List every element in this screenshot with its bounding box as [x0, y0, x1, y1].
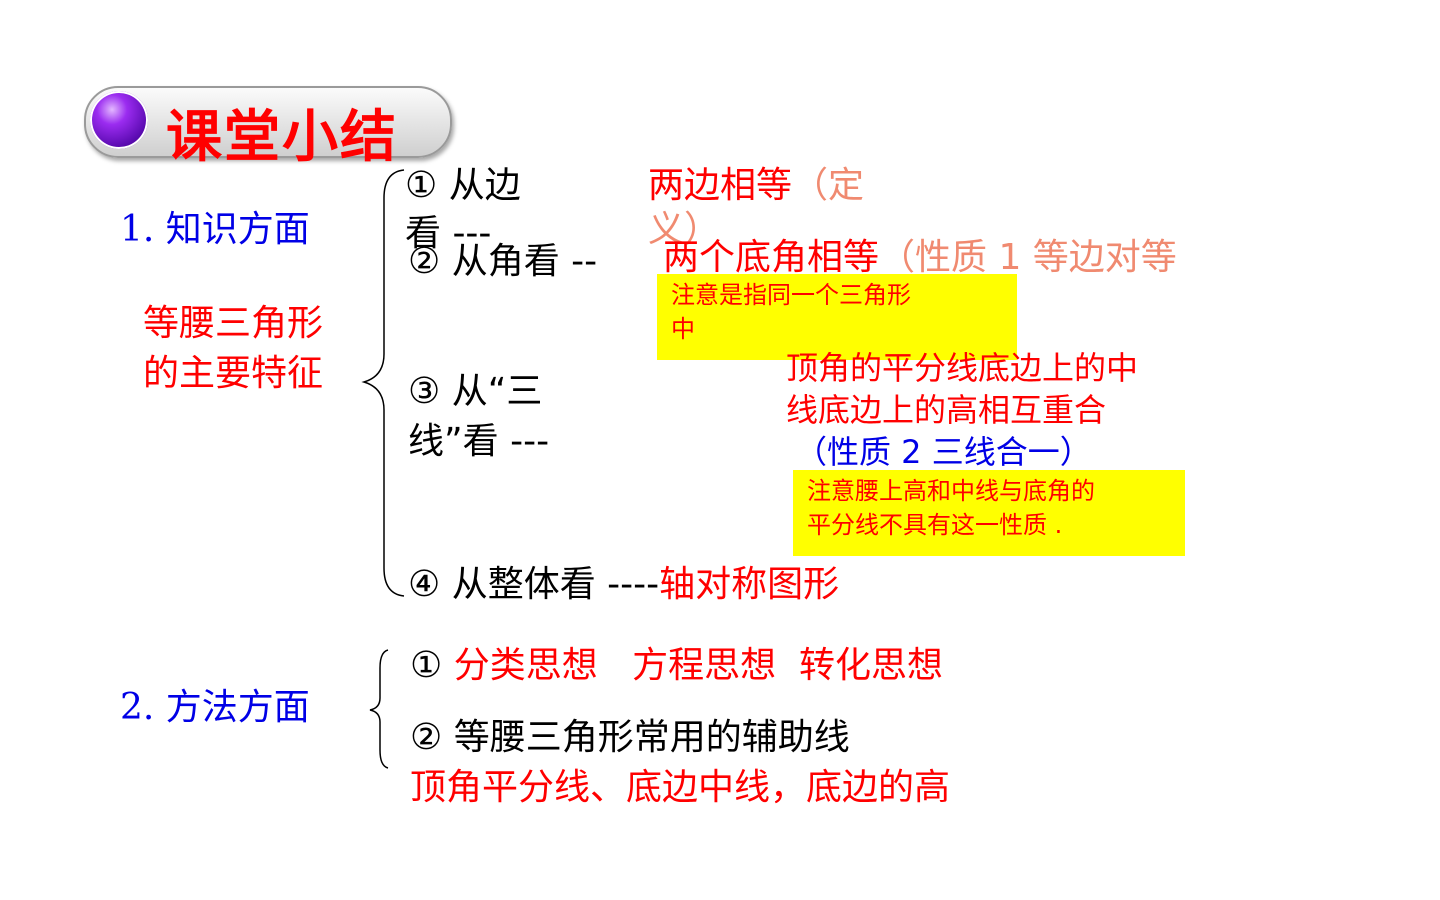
item4-label: ④ 从整体看 ---- [408, 564, 660, 605]
subject-line1: 等腰三角形 [143, 303, 324, 344]
method1-prefix: ① [410, 645, 443, 686]
note-box-1-line2: 中 [671, 315, 695, 343]
item1-answer: 两边相等 [648, 165, 793, 206]
note-box-2-line2: 平分线不具有这一性质 . [807, 511, 1063, 539]
item3-answer-line1: 顶角的平分线底边上的中 [786, 349, 1139, 384]
item4-answer: 轴对称图形 [659, 564, 840, 605]
page-title: 课堂小结 [166, 104, 398, 170]
note-box-2: 注意腰上高和中线与底角的 平分线不具有这一性质 . [793, 470, 1185, 556]
item3-answer-line2: 线底边上的高相互重合 [786, 391, 1107, 429]
note-box-1-line1: 注意是指同一个三角形 [671, 281, 911, 309]
note-box-2-line1: 注意腰上高和中线与底角的 [807, 477, 1095, 505]
subject-line2: 的主要特征 [143, 353, 324, 394]
note-box-1: 注意是指同一个三角形 中 [657, 274, 1017, 360]
purple-bullet-icon [90, 91, 148, 149]
item3-answer-line1-wrap: 顶角的平分线底边上的中 [786, 348, 1138, 384]
method1-row: ① 分类思想 方程思想 转化思想 [410, 644, 943, 688]
method2-text: ② 等腰三角形常用的辅助线 [410, 717, 850, 758]
item3-label-line2: 线”看 --- [408, 421, 550, 462]
item2-answer-row: 两个底角相等（性质 1 等边对等 [663, 236, 1177, 280]
item2-note: （性质 1 等边对等 [879, 237, 1177, 278]
item3-note: （性质 2 三线合一） [795, 433, 1092, 471]
item1-note: （定 [792, 165, 865, 206]
item1-note-cont: 义） [648, 209, 721, 250]
item1-answer-row: 两边相等（定 [648, 164, 864, 208]
item2-label: ② 从角看 -- [408, 241, 598, 282]
section2-label: 2. 方法方面 [120, 687, 310, 728]
item1-label-line1: ① 从边 [405, 165, 521, 206]
section1-brace [361, 169, 405, 597]
section2-brace [369, 649, 389, 769]
method1-text: 分类思想 方程思想 转化思想 [453, 645, 943, 686]
method3-text: 顶角平分线、底边中线，底边的高 [410, 767, 951, 808]
item4-row: ④ 从整体看 ----轴对称图形 [408, 563, 839, 607]
item3-label-line1: ③ 从“三 [408, 371, 543, 412]
section1-label: 1. 知识方面 [120, 209, 310, 250]
item1-label-line2: 看 --- [405, 213, 492, 254]
item2-answer: 两个底角相等 [663, 237, 880, 278]
